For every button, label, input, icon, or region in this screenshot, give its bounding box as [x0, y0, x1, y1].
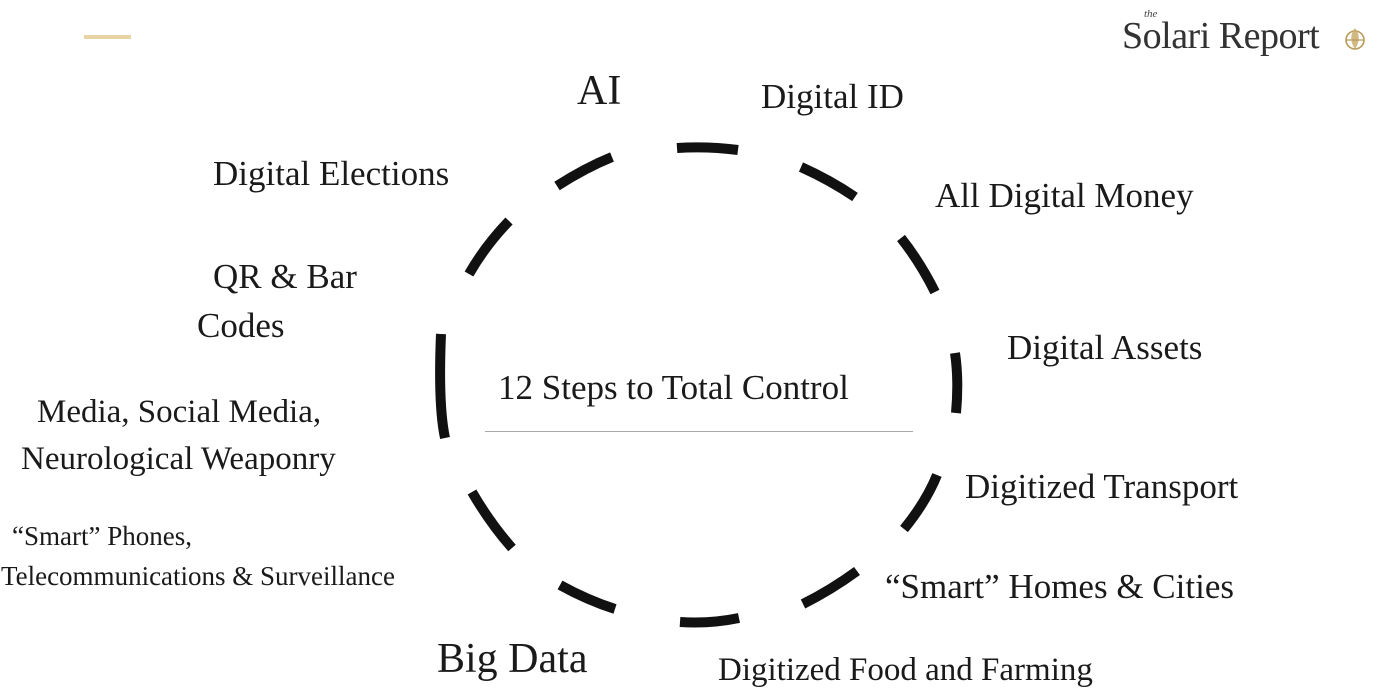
step-digitized-transport: Digitized Transport: [965, 467, 1239, 506]
ring-dash: [800, 566, 860, 609]
step-digital-elections: Digital Elections: [213, 154, 450, 193]
ring-dash: [676, 142, 739, 155]
ring-dash: [464, 217, 513, 277]
ring-dash: [897, 234, 940, 295]
logo-small-text: the: [1144, 8, 1158, 20]
logo-text: Solari Report: [1122, 15, 1320, 57]
step-media-line2: Neurological Weaponry: [21, 441, 336, 477]
step-media-line1: Media, Social Media,: [37, 394, 322, 430]
step-smart-phones-line1: “Smart” Phones,: [12, 521, 192, 551]
accent-bar: [84, 35, 131, 39]
diagram-title: 12 Steps to Total Control: [498, 368, 849, 407]
ring-dash: [679, 613, 741, 628]
step-digitized-food-farming: Digitized Food and Farming: [718, 652, 1093, 688]
leaf-icon: [1345, 28, 1365, 50]
step-digital-assets: Digital Assets: [1007, 328, 1203, 367]
ring-dash: [900, 473, 942, 533]
ring-dash: [950, 352, 963, 414]
step-qr-codes-line1: QR & Bar: [213, 257, 357, 296]
step-smart-homes-cities: “Smart” Homes & Cities: [885, 567, 1234, 606]
step-all-digital-money: All Digital Money: [935, 176, 1194, 215]
ring-dash: [467, 489, 516, 552]
step-digital-id: Digital ID: [761, 77, 904, 116]
step-ai: AI: [577, 68, 622, 114]
step-big-data: Big Data: [437, 636, 588, 682]
ring-dash: [435, 333, 450, 440]
ring-dash: [554, 152, 614, 191]
ring-dash: [557, 580, 617, 614]
ring-dash: [798, 162, 858, 202]
step-smart-phones-line2: Telecommunications & Surveillance: [1, 561, 395, 591]
step-qr-codes-line2: Codes: [197, 306, 285, 345]
title-underline: [485, 431, 913, 432]
